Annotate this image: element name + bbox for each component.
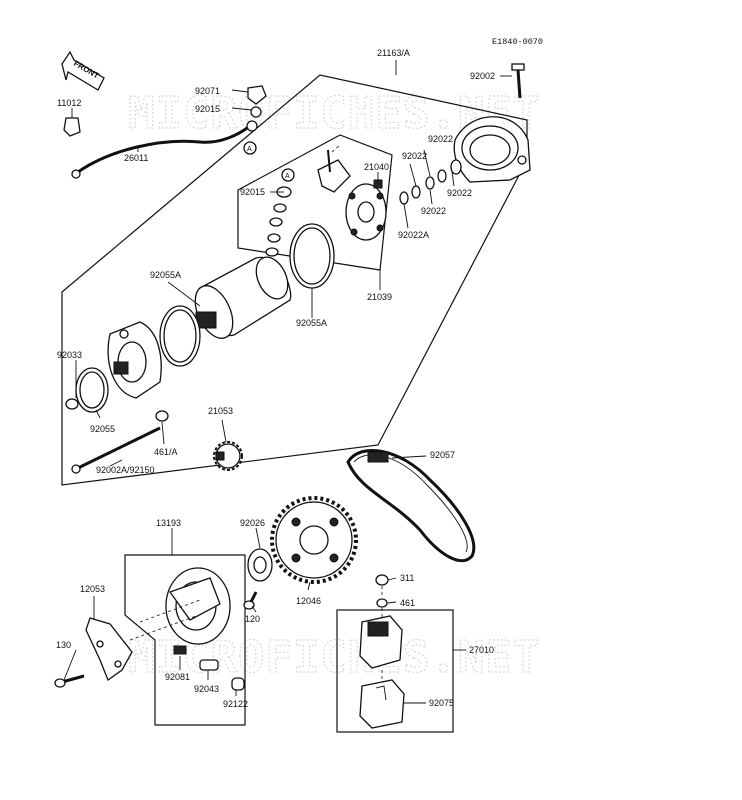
label-13193: 13193 — [156, 518, 181, 528]
label-92022A: 92022A — [398, 230, 429, 240]
starter-clutch-outline — [124, 554, 246, 726]
label-92026: 92026 — [240, 518, 265, 528]
label-92022-c: 92022 — [421, 206, 446, 216]
label-120: 120 — [245, 614, 260, 624]
starter-chain — [346, 448, 476, 563]
label-26011: 26011 — [124, 153, 148, 163]
idle-gear — [213, 441, 243, 471]
callout-a-mid: A — [281, 168, 295, 182]
clutch-sprocket — [270, 496, 358, 584]
spring-92081 — [173, 645, 187, 655]
washer-stack — [399, 159, 462, 205]
label-92015-top: 92015 — [195, 104, 220, 114]
label-130: 130 — [56, 640, 71, 650]
terminal-cap — [63, 117, 81, 137]
label-92081: 92081 — [165, 672, 190, 682]
label-92055: 92055 — [90, 424, 115, 434]
callout-a-top: A — [243, 141, 257, 155]
label-21163A: 21163/A — [377, 48, 410, 58]
svg-text:A: A — [247, 146, 252, 153]
starter-relay — [359, 615, 403, 669]
label-21040: 21040 — [364, 162, 389, 172]
nut-461a — [155, 410, 169, 422]
leader-lines — [63, 60, 512, 704]
terminal-bolt — [317, 149, 351, 193]
label-92071: 92071 — [195, 86, 220, 96]
label-92033: 92033 — [57, 350, 82, 360]
label-12053: 12053 — [80, 584, 105, 594]
label-12046: 12046 — [296, 596, 321, 606]
label-92022-b: 92022 — [402, 151, 427, 161]
washer-461 — [376, 598, 388, 608]
label-92057: 92057 — [430, 450, 455, 460]
label-92055A-right: 92055A — [296, 318, 327, 328]
label-92075: 92075 — [429, 698, 454, 708]
label-21039: 21039 — [367, 292, 392, 302]
relay-cover — [359, 679, 405, 729]
label-461: 461 — [400, 598, 415, 608]
label-311: 311 — [400, 573, 414, 583]
ring-92033 — [65, 398, 79, 410]
label-92043: 92043 — [194, 684, 219, 694]
bracket-12053 — [85, 617, 133, 682]
terminal-boot — [247, 85, 267, 118]
reference-code: E1840-0070 — [492, 37, 543, 47]
label-27010: 27010 — [469, 645, 494, 655]
label-92015-mid: 92015 — [240, 187, 265, 197]
label-92002: 92002 — [470, 71, 495, 81]
brush-plate — [345, 183, 387, 241]
assembly-dashes — [129, 144, 383, 682]
bolt-120 — [243, 591, 258, 610]
label-92002A-92150: 92002A/92150 — [96, 465, 155, 475]
bolt-130 — [54, 674, 85, 688]
cap-92122 — [231, 677, 245, 691]
label-461A: 461/A — [154, 447, 178, 457]
plunger-92043 — [199, 659, 219, 671]
motor-yoke — [194, 256, 292, 339]
starter-cable — [71, 120, 258, 179]
label-11012: 11012 — [57, 98, 81, 108]
front-arrow-icon: FRONT — [61, 50, 105, 91]
label-92022-d: 92022 — [447, 188, 472, 198]
label-92122: 92122 — [223, 699, 248, 709]
svg-text:A: A — [285, 173, 290, 180]
relay-outline — [336, 609, 454, 733]
nut-311 — [375, 574, 389, 586]
label-21053: 21053 — [208, 406, 233, 416]
label-92055A-left: 92055A — [150, 270, 181, 280]
rear-end-cover — [453, 116, 531, 183]
bolt-top-right — [511, 63, 525, 99]
front-cover — [107, 321, 162, 399]
label-92022-a: 92022 — [428, 134, 453, 144]
long-bolt — [71, 426, 161, 474]
starter-clutch — [165, 567, 231, 645]
